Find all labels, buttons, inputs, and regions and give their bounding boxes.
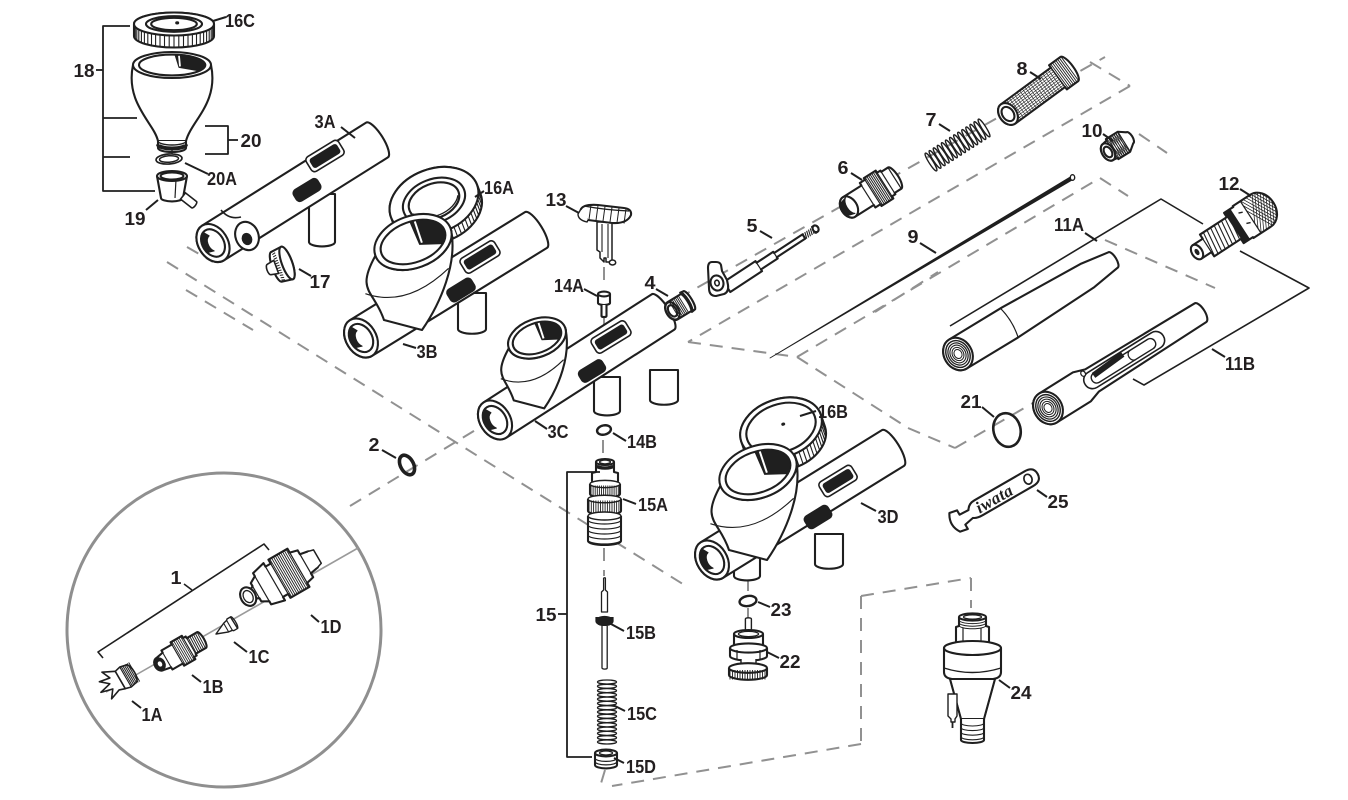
svg-text:15A: 15A [638, 494, 668, 515]
svg-text:14A: 14A [554, 275, 584, 296]
svg-text:5: 5 [747, 215, 758, 236]
svg-text:19: 19 [125, 208, 146, 229]
svg-text:23: 23 [771, 599, 792, 620]
svg-text:20: 20 [241, 130, 262, 151]
svg-text:16A: 16A [484, 177, 514, 198]
svg-text:3D: 3D [878, 506, 899, 527]
svg-text:13: 13 [546, 189, 567, 210]
svg-text:6: 6 [838, 157, 849, 178]
svg-text:1B: 1B [203, 676, 224, 697]
svg-text:17: 17 [310, 271, 331, 292]
svg-text:25: 25 [1048, 491, 1069, 512]
svg-text:18: 18 [74, 60, 95, 81]
svg-text:10: 10 [1082, 120, 1103, 141]
svg-text:1D: 1D [321, 616, 342, 637]
svg-text:7: 7 [926, 109, 937, 130]
svg-text:1A: 1A [142, 704, 163, 725]
svg-text:11A: 11A [1054, 214, 1084, 235]
svg-text:8: 8 [1017, 58, 1028, 79]
svg-text:3B: 3B [417, 341, 438, 362]
svg-text:3A: 3A [315, 111, 336, 132]
svg-text:3C: 3C [548, 421, 569, 442]
svg-text:9: 9 [908, 226, 919, 247]
svg-text:15D: 15D [626, 756, 656, 777]
svg-text:15C: 15C [627, 703, 657, 724]
svg-text:15B: 15B [626, 622, 656, 643]
svg-text:14B: 14B [627, 431, 657, 452]
svg-text:22: 22 [780, 651, 801, 672]
svg-text:20A: 20A [207, 168, 237, 189]
svg-text:16C: 16C [225, 10, 255, 31]
svg-text:24: 24 [1011, 682, 1033, 703]
svg-text:1C: 1C [249, 646, 270, 667]
svg-text:1: 1 [171, 567, 182, 588]
svg-text:11B: 11B [1225, 353, 1255, 374]
svg-text:21: 21 [961, 391, 982, 412]
svg-text:16B: 16B [818, 401, 848, 422]
svg-text:4: 4 [645, 272, 657, 293]
svg-text:12: 12 [1219, 173, 1240, 194]
svg-text:15: 15 [536, 604, 557, 625]
svg-text:2: 2 [369, 434, 380, 455]
